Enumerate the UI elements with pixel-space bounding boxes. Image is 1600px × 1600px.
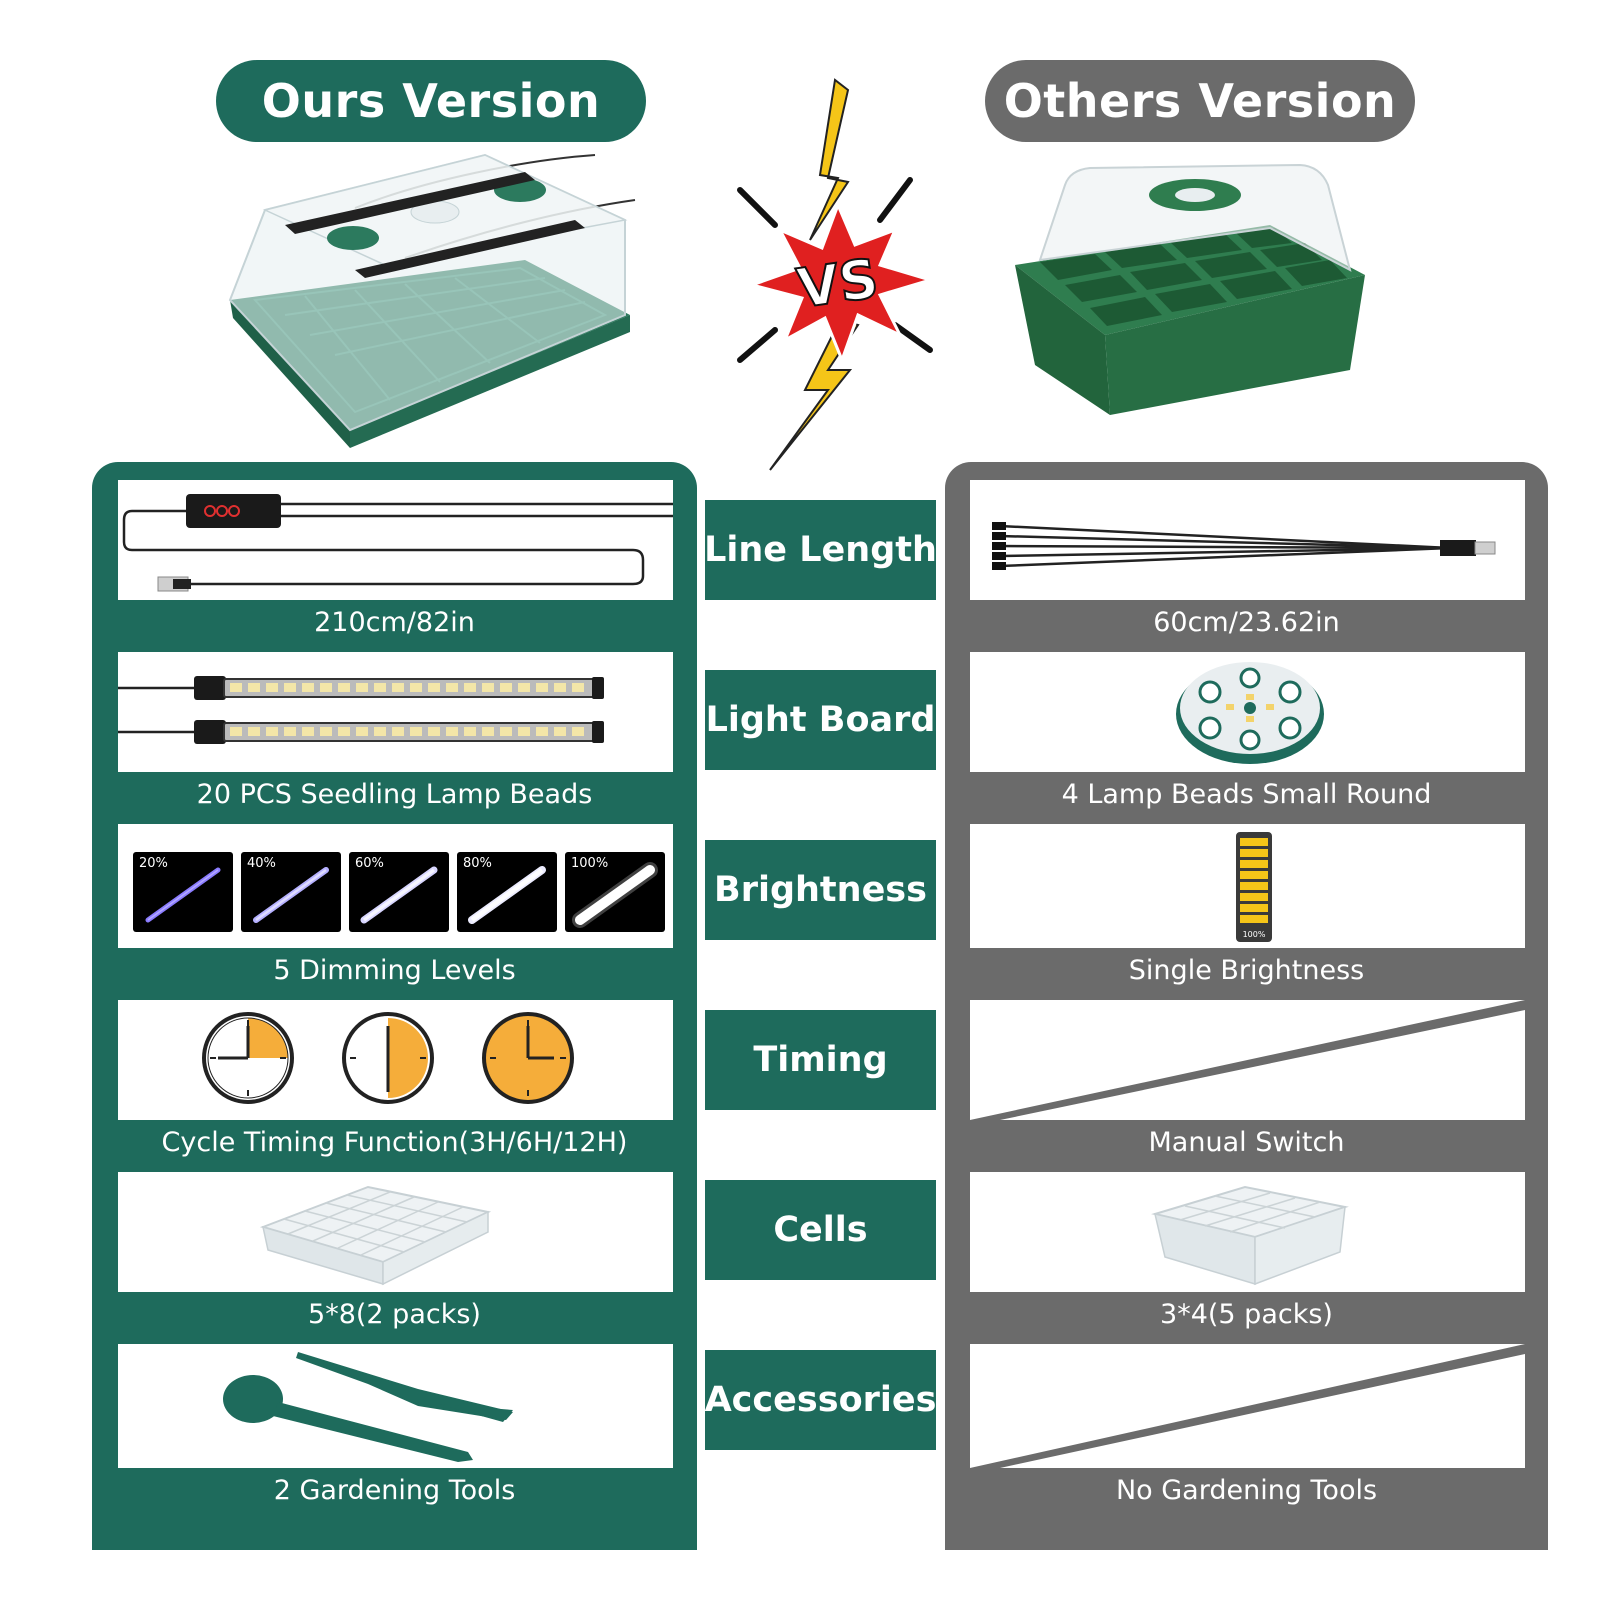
ours-caption-light-board: 20 PCS Seedling Lamp Beads bbox=[196, 778, 593, 810]
ours-caption-cells: 5*8(2 packs) bbox=[308, 1298, 481, 1330]
others-light-board-image bbox=[970, 652, 1525, 772]
ours-timing-image bbox=[118, 1000, 673, 1120]
dimming-level-40: 40% bbox=[241, 852, 341, 932]
others-cells-image bbox=[970, 1172, 1525, 1292]
dimming-level-80: 80% bbox=[457, 852, 557, 932]
dimming-level-20: 20% bbox=[133, 852, 233, 932]
label-cells: Cells bbox=[705, 1180, 936, 1280]
others-timing-empty bbox=[970, 1000, 1525, 1120]
ours-caption-timing: Cycle Timing Function(3H/6H/12H) bbox=[161, 1126, 628, 1158]
single-brightness-percent: 100% bbox=[1243, 930, 1266, 939]
ours-panel: 210cm/82in 20 PCS Seedling Lamp Beads 20… bbox=[92, 462, 697, 1550]
ours-version-title: Ours Version bbox=[216, 60, 646, 142]
others-caption-brightness: Single Brightness bbox=[1128, 954, 1365, 986]
ours-light-bars-image bbox=[118, 652, 673, 772]
ours-tools-image bbox=[118, 1344, 673, 1468]
others-caption-accessories: No Gardening Tools bbox=[1115, 1474, 1378, 1506]
dimming-level-100: 100% bbox=[565, 852, 665, 932]
ours-caption-line-length: 210cm/82in bbox=[314, 606, 475, 638]
ours-caption-accessories: 2 Gardening Tools bbox=[273, 1474, 516, 1506]
label-timing: Timing bbox=[705, 1010, 936, 1110]
ours-cells-image bbox=[118, 1172, 673, 1292]
label-accessories: Accessories bbox=[705, 1350, 936, 1450]
clock-3h-icon bbox=[202, 1012, 294, 1104]
vs-text: VS bbox=[793, 247, 882, 321]
others-tools-empty bbox=[970, 1344, 1525, 1468]
clock-6h-icon bbox=[342, 1012, 434, 1104]
ours-caption-brightness: 5 Dimming Levels bbox=[273, 954, 516, 986]
label-brightness: Brightness bbox=[705, 840, 936, 940]
others-panel: 60cm/23.62in 4 Lamp Beads Small Round 10… bbox=[945, 462, 1548, 1550]
others-caption-line-length: 60cm/23.62in bbox=[1153, 606, 1340, 638]
others-version-title: Others Version bbox=[985, 60, 1415, 142]
others-caption-cells: 3*4(5 packs) bbox=[1160, 1298, 1333, 1330]
ours-dimming-image: 20% 40% 60% 80% 100% bbox=[118, 824, 673, 948]
clock-12h-icon bbox=[482, 1012, 574, 1104]
others-caption-timing: Manual Switch bbox=[1148, 1126, 1345, 1158]
others-brightness-image: 100% bbox=[970, 824, 1525, 948]
ours-cable-image bbox=[118, 480, 673, 600]
label-light-board: Light Board bbox=[705, 670, 936, 770]
ours-product-image bbox=[225, 150, 655, 450]
dimming-level-60: 60% bbox=[349, 852, 449, 932]
vs-graphic: VS bbox=[730, 70, 945, 480]
others-cable-image bbox=[970, 480, 1525, 600]
others-caption-light-board: 4 Lamp Beads Small Round bbox=[1061, 778, 1432, 810]
label-line-length: Line Length bbox=[704, 500, 937, 600]
others-product-image bbox=[1010, 150, 1410, 430]
